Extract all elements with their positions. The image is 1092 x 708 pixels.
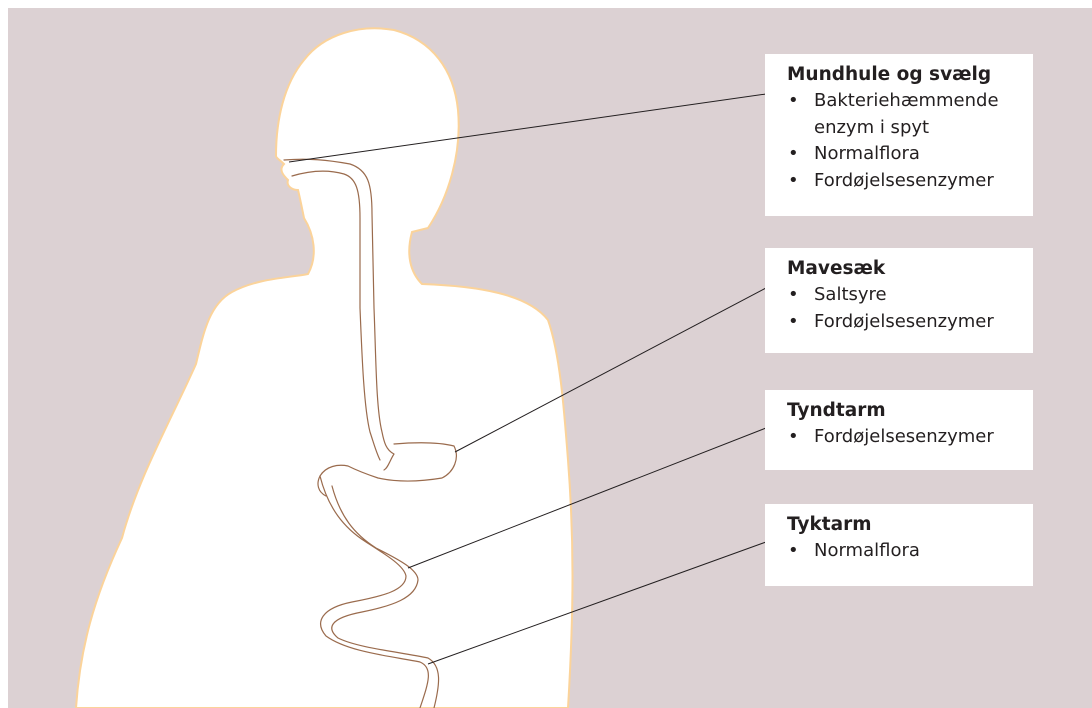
label-box-large-intestine: Tyktarm Normalflora xyxy=(765,504,1033,586)
label-title-mouth: Mundhule og svælg xyxy=(787,61,1023,88)
label-list-stomach: Saltsyre Fordøjelsesenzymer xyxy=(788,282,1023,335)
diagram-stage: Mundhule og svælg Bakteriehæmmende enzym… xyxy=(8,8,1092,708)
label-box-small-intestine: Tyndtarm Fordøjelsesenzymer xyxy=(765,390,1033,470)
label-item: Bakteriehæmmende enzym i spyt xyxy=(788,88,1023,141)
label-list-large-intestine: Normalflora xyxy=(788,538,1023,565)
label-item: Fordøjelsesenzymer xyxy=(788,424,1023,451)
label-item: Saltsyre xyxy=(788,282,1023,309)
label-item: Fordøjelsesenzymer xyxy=(788,309,1023,336)
label-list-small-intestine: Fordøjelsesenzymer xyxy=(788,424,1023,451)
label-title-large-intestine: Tyktarm xyxy=(787,511,1023,538)
label-item: Normalflora xyxy=(788,141,1023,168)
label-box-stomach: Mavesæk Saltsyre Fordøjelsesenzymer xyxy=(765,248,1033,353)
label-list-mouth: Bakteriehæmmende enzym i spyt Normalflor… xyxy=(788,88,1023,194)
label-title-stomach: Mavesæk xyxy=(787,255,1023,282)
label-title-small-intestine: Tyndtarm xyxy=(787,397,1023,424)
label-box-mouth: Mundhule og svælg Bakteriehæmmende enzym… xyxy=(765,54,1033,216)
label-item: Fordøjelsesenzymer xyxy=(788,168,1023,195)
label-item: Normalflora xyxy=(788,538,1023,565)
